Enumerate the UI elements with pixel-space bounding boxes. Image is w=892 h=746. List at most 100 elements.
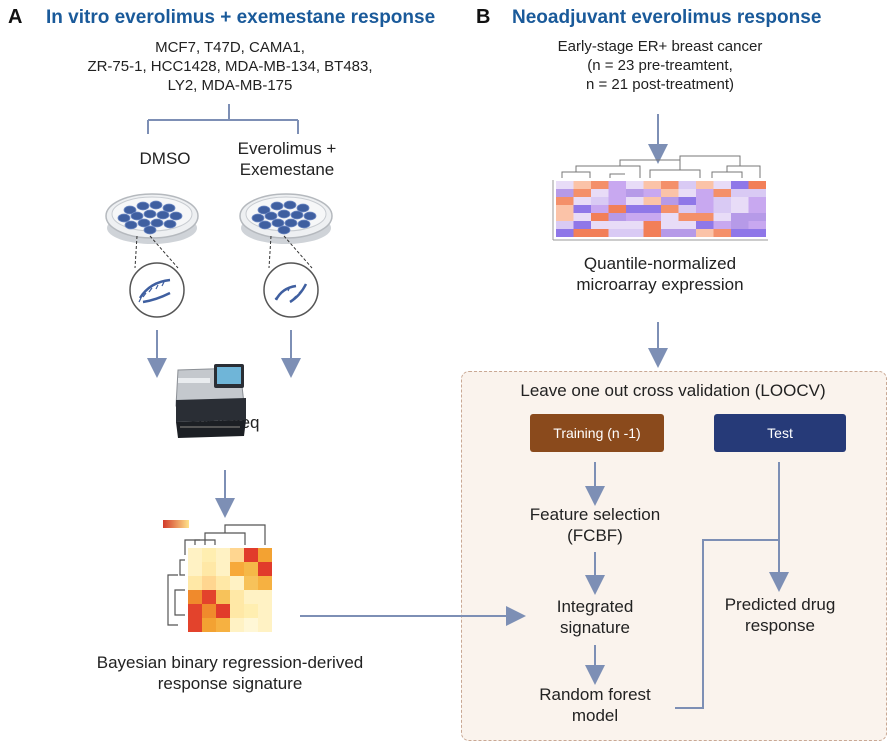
treatment-label: Everolimus + Exemestane <box>222 138 352 180</box>
microarray-cell <box>731 197 749 205</box>
feature-selection-line-1: Feature selection <box>529 505 661 524</box>
microarray-cell <box>661 189 679 197</box>
microarray-cell <box>643 213 661 221</box>
microarray-cell <box>696 221 714 229</box>
microarray-cell <box>643 205 661 213</box>
random-forest-line-2: model <box>571 706 619 725</box>
microarray-cell <box>713 205 731 213</box>
microarray-cell <box>678 205 696 213</box>
microarray-cell <box>608 205 626 213</box>
microarray-cell <box>626 181 644 189</box>
microarray-cell <box>573 205 591 213</box>
microarray-cell <box>731 181 749 189</box>
integrated-signature-line-2: signature <box>560 618 630 637</box>
microarray-cell <box>573 189 591 197</box>
microarray-cell <box>696 205 714 213</box>
microarray-cell <box>696 229 714 237</box>
cohort-line-1: Early-stage ER+ breast cancer <box>557 38 763 55</box>
training-label: Training (n -1) <box>553 425 641 441</box>
test-box: Test <box>714 414 846 452</box>
microarray-cell <box>748 205 766 213</box>
microarray-cell <box>678 189 696 197</box>
microarray-cell <box>748 197 766 205</box>
microarray-cell <box>591 205 609 213</box>
microarray-cell <box>643 181 661 189</box>
microarray-cell <box>608 181 626 189</box>
signature-heatmap <box>163 520 272 632</box>
microarray-cell <box>748 229 766 237</box>
microarray-cells <box>556 181 766 237</box>
microarray-cell <box>556 197 574 205</box>
integrated-signature-label: Integrated signature <box>520 596 670 638</box>
predicted-response-label: Predicted drug response <box>700 594 860 636</box>
cell-lines-line-3: LY2, MDA-MB-175 <box>167 77 293 94</box>
microarray-cell <box>573 229 591 237</box>
panel-a-title: In vitro everolimus + exemestane respons… <box>46 7 436 28</box>
signature-label-line-2: response signature <box>157 674 303 693</box>
microarray-cell <box>748 213 766 221</box>
microarray-cell <box>556 221 574 229</box>
test-label: Test <box>767 425 793 441</box>
microarray-cell <box>556 205 574 213</box>
microarray-cell <box>608 229 626 237</box>
panel-a-letter: A <box>8 6 23 28</box>
microarray-cell <box>626 197 644 205</box>
microarray-cell <box>748 189 766 197</box>
predicted-response-line-1: Predicted drug <box>724 595 836 614</box>
microarray-cell <box>573 197 591 205</box>
microarray-cell <box>591 221 609 229</box>
random-forest-line-1: Random forest <box>539 685 651 704</box>
microarray-cell <box>678 229 696 237</box>
microarray-cell <box>626 205 644 213</box>
microarray-cell <box>731 189 749 197</box>
microarray-cell <box>556 229 574 237</box>
microarray-label: Quantile-normalized microarray expressio… <box>540 253 780 295</box>
microarray-cell <box>678 181 696 189</box>
microarray-cell <box>678 197 696 205</box>
rna-zoom-treatment-icon <box>263 235 319 318</box>
rna-zoom-dmso-icon <box>129 235 185 318</box>
microarray-label-line-1: Quantile-normalized <box>583 254 737 273</box>
microarray-cell <box>591 197 609 205</box>
feature-selection-line-2: (FCBF) <box>567 526 623 545</box>
microarray-cell <box>731 221 749 229</box>
loocv-title: Leave one out cross validation (LOOCV) <box>520 381 826 400</box>
microarray-cell <box>661 221 679 229</box>
predicted-response-line-2: response <box>745 616 815 635</box>
microarray-cell <box>591 213 609 221</box>
treatment-label-line-2: Exemestane <box>239 160 335 179</box>
cohort-line-2: (n = 23 pre-treamtent, <box>587 57 733 74</box>
microarray-cell <box>661 229 679 237</box>
microarray-cell <box>696 189 714 197</box>
petri-dish-dmso-icon <box>105 193 199 244</box>
training-box: Training (n -1) <box>530 414 664 452</box>
petri-dish-treatment-icon <box>239 193 333 244</box>
microarray-cell <box>713 213 731 221</box>
microarray-cell <box>678 221 696 229</box>
microarray-cell <box>556 189 574 197</box>
microarray-cell <box>573 181 591 189</box>
integrated-signature-line-1: Integrated <box>556 597 634 616</box>
microarray-cell <box>661 213 679 221</box>
microarray-cell <box>713 189 731 197</box>
microarray-cell <box>713 181 731 189</box>
microarray-cell <box>556 181 574 189</box>
microarray-heatmap <box>552 155 768 241</box>
microarray-cell <box>573 213 591 221</box>
microarray-cell <box>608 221 626 229</box>
microarray-cell <box>713 229 731 237</box>
microarray-cell <box>626 213 644 221</box>
microarray-cell <box>661 205 679 213</box>
microarray-cell <box>643 229 661 237</box>
microarray-cell <box>661 181 679 189</box>
feature-selection-label: Feature selection (FCBF) <box>505 504 685 546</box>
connector-model-to-prediction <box>675 539 779 709</box>
cell-lines-bracket <box>147 104 299 134</box>
cell-lines-line-2: ZR-75-1, HCC1428, MDA-MB-134, BT483, <box>87 58 373 75</box>
microarray-cell <box>696 181 714 189</box>
cohort-description: Early-stage ER+ breast cancer (n = 23 pr… <box>500 37 820 94</box>
microarray-cell <box>643 189 661 197</box>
signature-label-line-1: Bayesian binary regression-derived <box>96 653 364 672</box>
microarray-cell <box>696 213 714 221</box>
